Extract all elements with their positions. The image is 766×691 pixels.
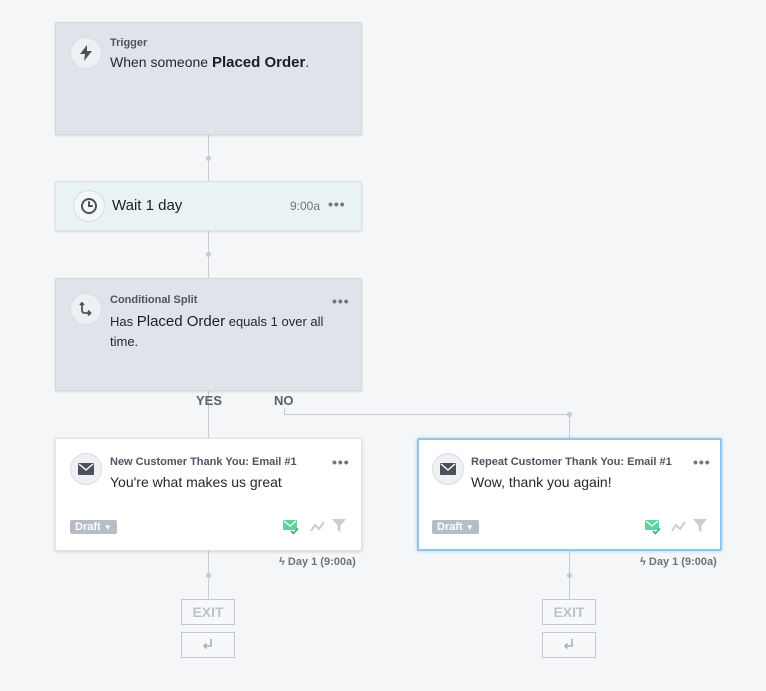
trigger-event: Placed Order (211, 54, 306, 71)
trigger-description: When someone Placed Order. (110, 52, 309, 73)
reconnect-arrow-icon (202, 639, 212, 650)
wait-time: 9:00a (290, 199, 321, 213)
caret-down-icon: ▼ (465, 523, 474, 532)
wait-more-button[interactable]: ••• (328, 196, 346, 212)
clock-icon (73, 190, 105, 222)
filter-icon[interactable] (332, 519, 346, 538)
connector-no-down (569, 414, 570, 440)
split-prefix: Has (110, 314, 137, 329)
connector-dot (206, 252, 211, 257)
filter-icon[interactable] (693, 519, 707, 538)
bolt-small-icon: ϟ (279, 556, 285, 568)
exit-button-no[interactable]: EXIT (542, 599, 596, 625)
trigger-suffix: . (305, 54, 310, 70)
draft-status-dropdown[interactable]: Draft ▼ (432, 520, 479, 534)
connector-dot (206, 156, 211, 161)
exit-button-yes[interactable]: EXIT (181, 599, 235, 625)
envelope-icon (432, 453, 464, 485)
smart-sending-icon[interactable] (671, 520, 687, 539)
reconnect-button-yes[interactable] (181, 632, 235, 658)
split-condition: Has Placed Order equals 1 over all time. (110, 312, 350, 352)
split-line2: time. (110, 334, 139, 349)
email-subject: Wow, thank you again! (471, 474, 612, 490)
caret-down-icon: ▼ (103, 523, 112, 532)
email-check-icon[interactable] (645, 519, 661, 540)
email-title: New Customer Thank You: Email #1 (110, 456, 297, 468)
yes-branch-label: YES (196, 393, 223, 408)
reconnect-button-no[interactable] (542, 632, 596, 658)
connector-no-stub (284, 408, 285, 414)
draft-status-dropdown[interactable]: Draft ▼ (70, 520, 117, 534)
email-card-new-customer[interactable]: New Customer Thank You: Email #1 ••• You… (55, 438, 362, 551)
trigger-label: Trigger (110, 37, 148, 49)
email-more-button[interactable]: ••• (693, 454, 711, 470)
reconnect-arrow-icon (563, 639, 573, 650)
envelope-icon (70, 453, 102, 485)
connector-dot (206, 573, 211, 578)
split-icon (70, 293, 102, 325)
email-check-icon[interactable] (283, 519, 299, 540)
bolt-small-icon: ϟ (640, 556, 646, 568)
email-title: Repeat Customer Thank You: Email #1 (471, 456, 672, 468)
no-branch-label: NO (274, 393, 294, 408)
day-label-no: ϟ Day 1 (9:00a) (640, 556, 717, 568)
email-card-repeat-customer[interactable]: Repeat Customer Thank You: Email #1 ••• … (417, 438, 722, 551)
draft-label: Draft (437, 521, 463, 533)
wait-card[interactable]: Wait 1 day 9:00a ••• (55, 181, 362, 231)
email-more-button[interactable]: ••• (332, 454, 350, 470)
wait-label: Wait 1 day (112, 197, 183, 214)
split-metric: Placed Order (136, 313, 226, 330)
smart-sending-icon[interactable] (310, 520, 326, 539)
draft-label: Draft (75, 521, 101, 533)
connector-no-branch (284, 414, 570, 415)
split-label: Conditional Split (110, 294, 198, 306)
day-text: Day 1 (9:00a) (648, 556, 717, 568)
connector-dot (567, 573, 572, 578)
lightning-icon (70, 37, 102, 69)
trigger-prefix: When someone (110, 54, 212, 70)
day-label-yes: ϟ Day 1 (9:00a) (279, 556, 356, 568)
split-card[interactable]: Conditional Split ••• Has Placed Order e… (55, 278, 362, 391)
split-rest: equals 1 over all (225, 314, 324, 329)
email-subject: You're what makes us great (110, 474, 282, 490)
connector-yes-branch (208, 390, 209, 438)
trigger-card[interactable]: Trigger When someone Placed Order. (55, 22, 362, 135)
day-text: Day 1 (9:00a) (287, 556, 356, 568)
split-more-button[interactable]: ••• (332, 293, 350, 309)
